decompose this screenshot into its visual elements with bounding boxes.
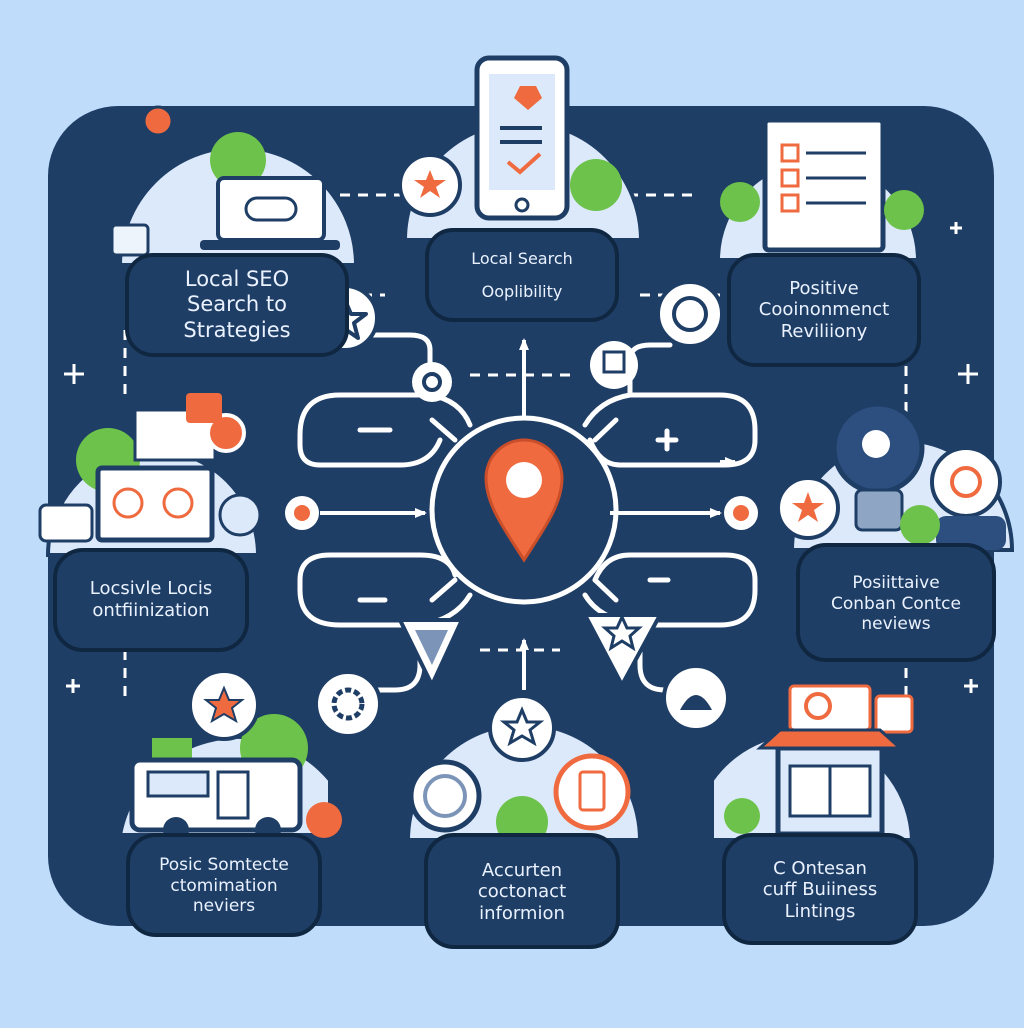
node-label-positive-reviews-right: Posiittaive Conban Contce neviews: [798, 552, 994, 656]
label-line: Positive: [789, 277, 859, 299]
bot-badge-icon: [656, 280, 724, 348]
node-label-positive-reviews-top: Positive Cooinonmenct Reviliiony: [729, 258, 919, 362]
flow-arrows: [320, 338, 737, 690]
node-top-right: [715, 117, 924, 367]
lightbulb-idea-icon: [776, 401, 1006, 550]
node-top-left: [110, 105, 359, 357]
node-label-accurate-contact-information: Accurten coctonact informion: [426, 840, 618, 944]
gear-badge-icon: [314, 670, 382, 738]
node-label-local-search: Local Search Ooplibility: [427, 232, 617, 318]
star-shield-badge-icon: [581, 613, 664, 690]
target-badge-icon: [285, 496, 319, 530]
label-line: Posic Somtecte: [159, 855, 289, 876]
node-bottom-center: [405, 694, 643, 949]
node-bottom-right: [710, 684, 918, 945]
label-line: Accurten: [481, 859, 563, 881]
node-top-center: [398, 55, 644, 322]
node-middle-right: [776, 401, 1015, 662]
node-bottom-left: [117, 669, 342, 937]
label-line: Lintings: [784, 900, 856, 922]
node-label-business-listings: C Ontesan cuff Buiiness Lintings: [724, 840, 916, 940]
label-line: Reviliiony: [780, 320, 868, 342]
label-line: C Ontesan: [773, 857, 867, 879]
location-pin-icon: [484, 438, 564, 563]
label-line: Strategies: [183, 317, 291, 342]
label-line: ctomimation: [170, 875, 278, 896]
label-line: ontfiinization: [92, 600, 210, 621]
label-line: Cooinonmenct: [758, 299, 890, 321]
label-line: Local SEO: [184, 267, 290, 292]
orange-dot-badge-icon: [724, 496, 758, 530]
label-line: coctonact: [477, 881, 567, 903]
node-label-local-seo-strategies: Local SEO Search to Strategies: [127, 255, 347, 355]
label-line: Ooplibility: [481, 282, 563, 301]
label-line: neviews: [861, 614, 931, 635]
storefront-icon: [724, 684, 914, 837]
checklist-board-icon: [720, 117, 924, 253]
laptop-social-icon: [38, 393, 262, 543]
label-line: Local Search: [471, 248, 573, 268]
shield-badge-icon: [396, 618, 466, 690]
label-line: Locsivle Locis: [89, 578, 213, 600]
smartphone-check-icon: [398, 55, 622, 221]
contact-badges-icon: [408, 694, 631, 848]
laptop-map-pin-icon: [110, 105, 340, 257]
delivery-van-icon: [129, 669, 342, 843]
label-line: Posiittaive: [852, 573, 940, 594]
node-middle-left: [38, 393, 262, 652]
node-label-contact-reviews: Posic Somtecte ctomimation neviers: [128, 838, 320, 934]
pin-badge-icon: [590, 341, 638, 389]
gear-badge-icon: [412, 362, 452, 402]
label-line: cuff Buiiness: [762, 879, 878, 901]
node-label-local-optimization: Locsivle Locis ontfiinization: [55, 552, 247, 648]
label-line: Search to: [187, 292, 287, 317]
label-line: Conban Contce: [831, 593, 961, 614]
label-line: neviers: [192, 896, 256, 917]
plus-icon: [64, 222, 978, 693]
person-badge-icon: [662, 664, 730, 732]
label-line: informion: [479, 902, 565, 924]
